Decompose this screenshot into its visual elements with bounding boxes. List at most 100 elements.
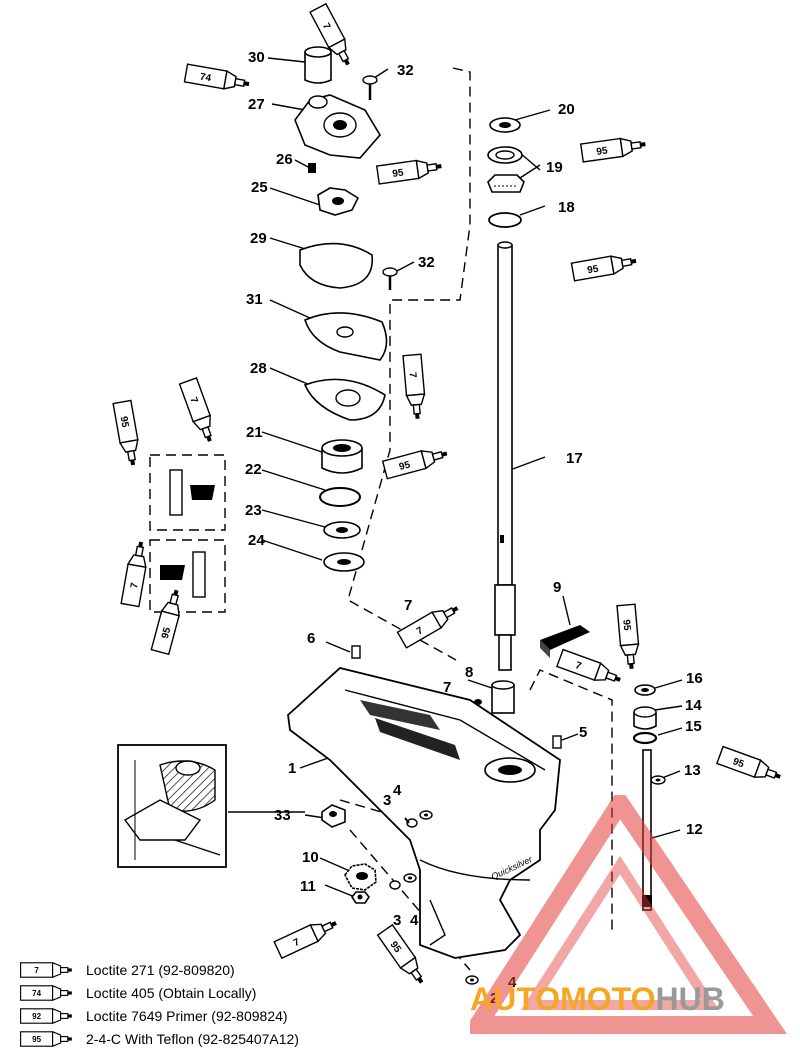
tube-code-label: 7 (407, 372, 418, 379)
callout-label: 10 (302, 849, 319, 866)
part-28-gasket (303, 378, 386, 421)
part-32-screw-upper (362, 75, 378, 100)
lubricant-tube-icon: 7 (178, 377, 220, 445)
callout-label: 3 (383, 792, 391, 809)
callout-label: 32 (397, 62, 414, 79)
tube-code-label: 7 (129, 581, 141, 589)
callout-label: 32 (418, 254, 435, 271)
callout-label: 19 (546, 159, 563, 176)
callout-labels: 1233444567789101112131415161718192021222… (245, 49, 703, 1007)
tube-code-label: 7 (415, 625, 426, 638)
watermark-text-orange: AUTOMOTO (470, 981, 655, 1017)
callout-label: 23 (245, 502, 262, 519)
callout-label: 18 (558, 199, 575, 216)
part-15-o-ring (632, 731, 658, 745)
legend-text: Loctite 405 (Obtain Locally) (86, 984, 257, 1001)
tube-code-label: 74 (199, 72, 212, 85)
part-26-key (308, 163, 316, 173)
part-10-pinion-gear (344, 863, 377, 891)
part-27-pump-housing (294, 94, 381, 159)
lubricant-tube-icon: 95 (376, 924, 430, 989)
legend-code: 95 (32, 1035, 41, 1044)
inset-detail-box (117, 744, 227, 868)
callout-label: 22 (245, 461, 262, 478)
callout-label: 33 (274, 807, 291, 824)
part-31-plate (304, 312, 388, 361)
part-8-needle-bearing (491, 680, 515, 714)
leader-lines (228, 57, 683, 898)
tube-code-label: 7 (292, 937, 302, 950)
callout-label: 7 (443, 679, 451, 696)
part-17-driveshaft (494, 241, 516, 671)
callout-label: 24 (248, 532, 265, 549)
callout-label: 21 (246, 424, 263, 441)
lubricant-tube-icon: 95 (381, 444, 450, 480)
part-14-bushing (633, 706, 657, 730)
lubricant-tube-icon: 7 (402, 353, 428, 421)
callout-label: 13 (684, 762, 701, 779)
callout-label: 12 (686, 821, 703, 838)
legend-text: Loctite 7649 Primer (92-809824) (86, 1007, 288, 1024)
part-3-screw-upper (404, 817, 418, 828)
detail-bushing-top (169, 469, 215, 516)
callout-label: 27 (248, 96, 265, 113)
lubricant-tube-icon: 92 (20, 1007, 73, 1024)
lubricant-tube-icon: 95 (580, 134, 648, 163)
callout-label: 28 (250, 360, 267, 377)
tube-code-label: 95 (596, 145, 609, 158)
lubricant-tube-icon: 7 (120, 539, 151, 608)
svg-text:AUTOMOTOHUB: AUTOMOTOHUB (470, 981, 725, 1017)
tube-code-label: 95 (398, 459, 412, 473)
tube-code-label: 95 (620, 619, 632, 631)
lubricant-tube-icon: 7 (273, 914, 341, 959)
tube-code-label: 95 (392, 167, 405, 180)
part-32-screw-lower (382, 267, 398, 290)
part-19-bearing (487, 174, 525, 193)
callout-label: 9 (553, 579, 561, 596)
part-11-nut (351, 891, 370, 904)
lubricant-tube-icon: 7 (396, 599, 463, 649)
watermark-text-gray: HUB (655, 981, 724, 1017)
lubricant-tube-icon: 95 (376, 156, 444, 185)
part-25-impeller (317, 187, 360, 216)
part-13-washer (650, 775, 666, 785)
callout-label: 11 (300, 878, 316, 895)
callout-label: 5 (579, 724, 587, 741)
part-20-nut (489, 117, 521, 133)
part-5-pin (552, 735, 562, 749)
lubricant-tube-icon: 7 (20, 961, 73, 978)
callout-label: 3 (393, 912, 401, 929)
legend-row: 92 Loctite 7649 Primer (92-809824) (18, 1004, 438, 1027)
callout-label: 20 (558, 101, 575, 118)
callout-label: 31 (246, 291, 263, 308)
callout-label: 26 (276, 151, 293, 168)
tube-code-label: 7 (320, 21, 333, 31)
callout-label: 16 (686, 670, 703, 687)
part-9-block (540, 625, 590, 658)
callout-label: 30 (248, 49, 265, 66)
part-19-cup (487, 146, 523, 164)
tube-code-label: 7 (187, 396, 199, 405)
callout-label: 17 (566, 450, 583, 467)
callout-label: 15 (685, 718, 702, 735)
part-21-carrier (321, 439, 363, 474)
tube-code-label: 95 (587, 264, 600, 277)
lubricant-tube-icon: 95 (150, 587, 186, 656)
lubricant-tube-icon: 95 (112, 399, 143, 468)
lubricant-tube-icon: 95 (716, 745, 784, 787)
callout-label: 25 (251, 179, 268, 196)
part-4-washer-lower (403, 873, 417, 883)
part-4-washer-upper (419, 810, 433, 820)
legend-row: 95 2-4-C With Teflon (92-825407A12) (18, 1027, 438, 1050)
part-22-o-ring (319, 487, 361, 507)
tube-code-label: 95 (118, 416, 131, 429)
lubricant-tube-icon: 7 (556, 648, 624, 690)
legend-text: 2-4-C With Teflon (92-825407A12) (86, 1030, 299, 1047)
lubricant-tube-icon: 95 (20, 1030, 73, 1047)
callout-label: 7 (404, 597, 412, 614)
part-6-pin (351, 645, 361, 659)
tube-code-label: 95 (731, 756, 746, 770)
part-33-shift-cam (321, 804, 346, 828)
